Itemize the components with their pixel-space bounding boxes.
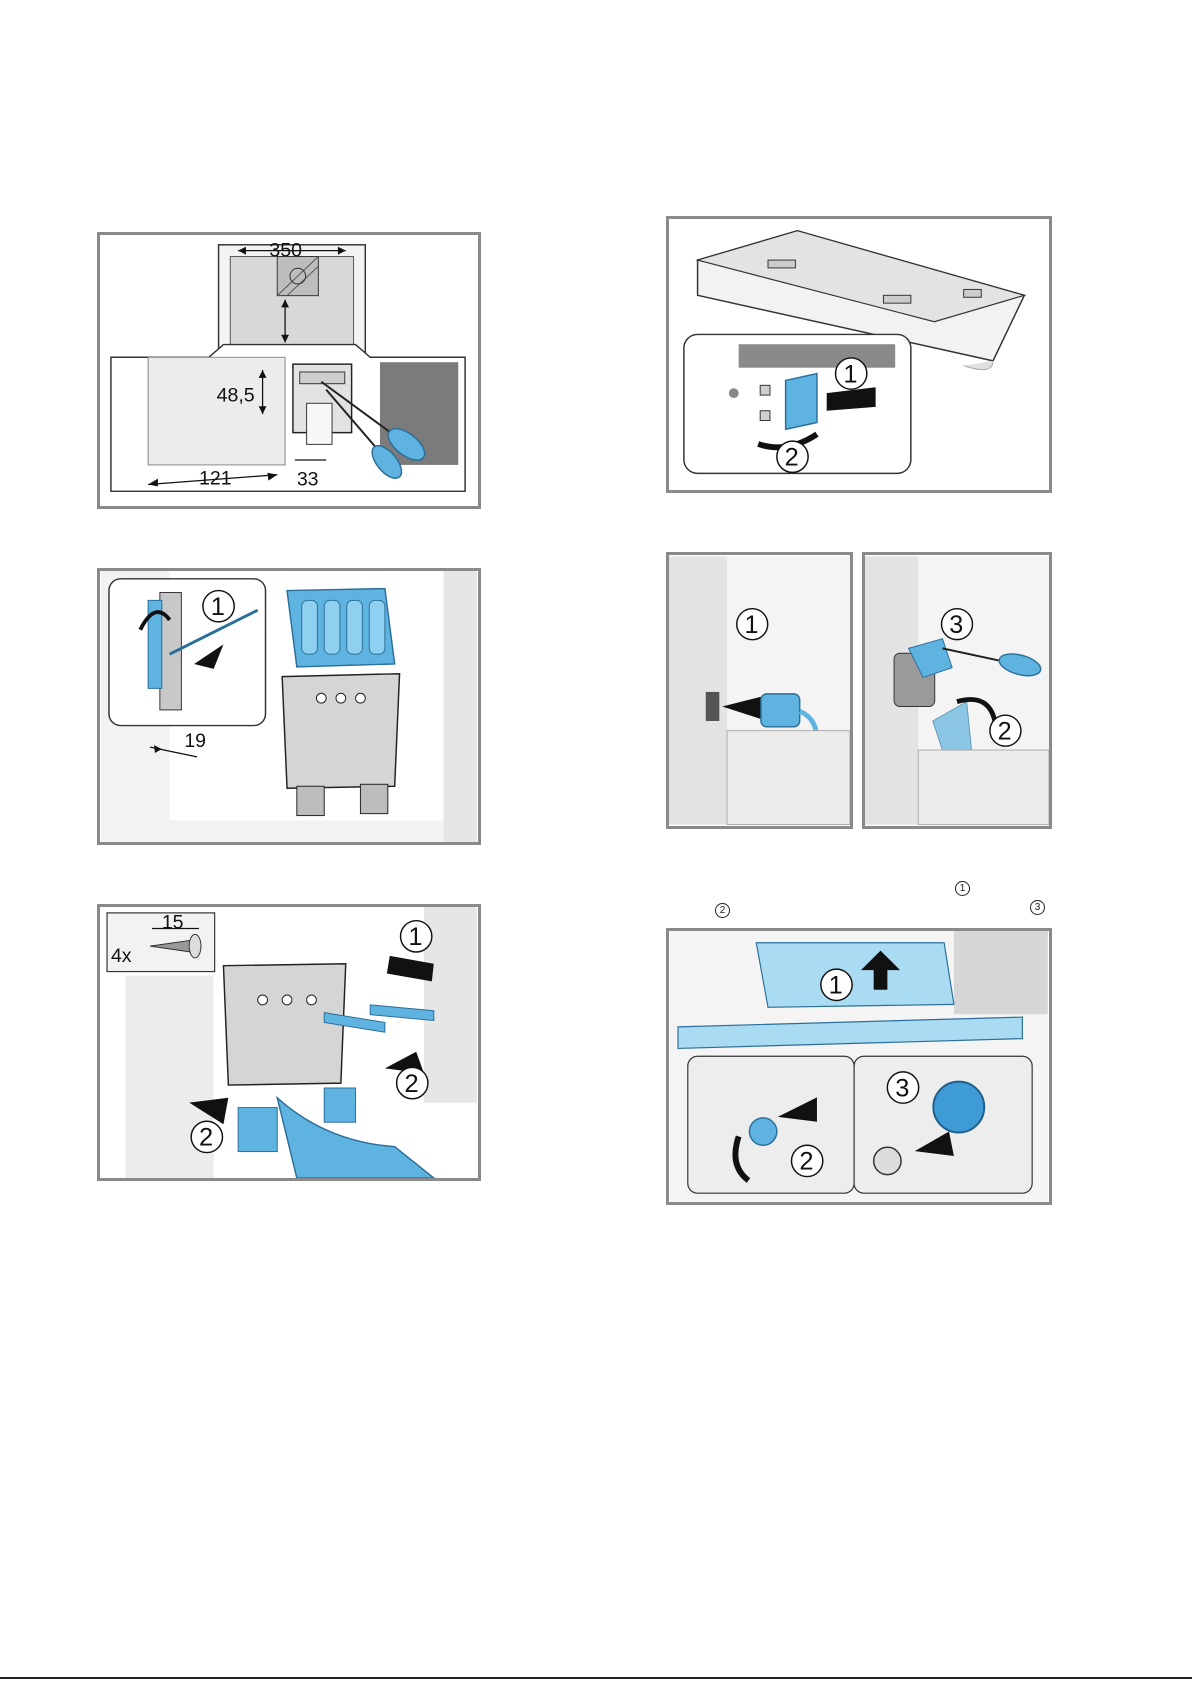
page-bottom-rule (0, 1677, 1192, 1679)
step-ref-3: 3 (1030, 900, 1045, 915)
step-2-label: 2 (785, 444, 799, 472)
figure-plug-connect: 1 (666, 552, 853, 829)
screw-length-label: 15 (162, 912, 184, 934)
figure-mounting-template: 350 48,5 121 33 (97, 232, 481, 509)
step-ref-2: 2 (715, 903, 730, 918)
step-1-label: 1 (211, 593, 225, 621)
step-2-right-label: 2 (404, 1070, 418, 1098)
dim-width-label: 350 (269, 240, 302, 262)
figure-cover-screw: 3 2 (862, 552, 1052, 829)
dim-height-label: 48,5 (217, 384, 255, 406)
figure-screw-mount: 4x 15 1 2 2 (97, 904, 481, 1181)
screw-count-label: 4x (111, 945, 132, 967)
step-2-left-label: 2 (199, 1124, 213, 1152)
step-1-label: 1 (408, 923, 422, 951)
dim-left-label: 121 (199, 467, 232, 489)
step-2-label: 2 (799, 1148, 813, 1176)
figure-bracket-insert: 1 19 (97, 568, 481, 845)
step-1-label: 1 (744, 611, 758, 639)
step-1-label: 1 (829, 972, 843, 1000)
step-ref-2-3-line: 2 3 (715, 900, 1045, 918)
step-ref-1-line: 1 (955, 878, 970, 896)
mounting-template-illustration: 350 48,5 121 33 (100, 235, 478, 506)
step-3-label: 3 (949, 611, 963, 639)
screw-mount-illustration: 4x 15 1 2 2 (100, 907, 478, 1178)
step-3-label: 3 (895, 1074, 909, 1102)
step-1-label: 1 (843, 360, 857, 388)
step-2-label: 2 (998, 717, 1012, 745)
plug-connect-illustration: 1 (669, 555, 850, 826)
lift-remove-illustration: 1 2 3 (669, 931, 1049, 1202)
hood-latch-illustration: 1 2 (669, 219, 1049, 490)
figure-lift-remove: 1 2 3 (666, 928, 1052, 1205)
dim-depth-label: 19 (184, 730, 206, 752)
figure-hood-latch: 1 2 (666, 216, 1052, 493)
dim-gap-label: 33 (297, 468, 319, 490)
cover-screw-illustration: 3 2 (865, 555, 1049, 826)
bracket-insert-illustration: 1 19 (100, 571, 478, 842)
step-ref-1: 1 (955, 881, 970, 896)
